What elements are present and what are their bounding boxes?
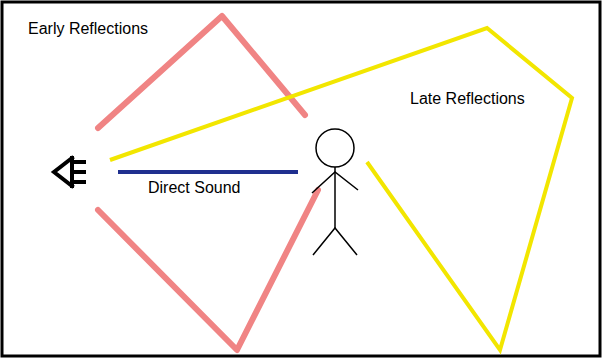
early-reflection-paths <box>98 16 318 350</box>
region-label: Early Reflections <box>26 19 150 38</box>
speaker-symbol <box>54 158 84 186</box>
late-reflection-ray <box>110 28 572 350</box>
ray-label: Direct Sound <box>146 178 243 197</box>
listener-legs <box>313 228 357 255</box>
listener-body <box>334 167 336 228</box>
direct-sound-ray <box>118 170 298 174</box>
listener-arms <box>312 172 358 193</box>
speaker-wave <box>74 170 84 174</box>
speaker-wave <box>74 160 84 164</box>
early-reflection-ray <box>98 190 318 350</box>
speaker-cone <box>54 158 72 186</box>
listener-head <box>316 129 354 167</box>
speaker-wave <box>74 180 84 184</box>
listener-figure <box>312 129 358 255</box>
region-label: Late Reflections <box>408 89 527 108</box>
